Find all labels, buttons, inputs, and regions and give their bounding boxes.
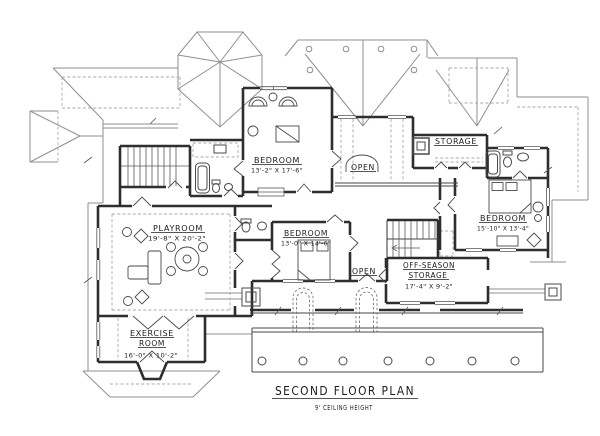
room-label-exercise-line1: EXERCISE	[130, 329, 174, 338]
roof-outlines	[29, 31, 589, 398]
playroom-chairs	[133, 228, 150, 305]
label-open-lower: OPEN	[352, 267, 376, 276]
dresser-right	[496, 235, 519, 247]
bed-right	[488, 179, 532, 214]
toilet-center	[240, 218, 252, 224]
title-block: SECOND FLOOR PLAN 9' CEILING HEIGHT	[272, 384, 418, 412]
room-label-bedroom1: BEDROOM	[254, 156, 300, 165]
chimney-flue	[412, 137, 430, 155]
plan-title: SECOND FLOOR PLAN	[275, 384, 415, 398]
windows	[96, 86, 550, 358]
stairs-center	[391, 221, 436, 257]
section-ticks	[83, 117, 553, 316]
turret-roof	[177, 31, 263, 128]
gable-vent-circles	[305, 45, 418, 74]
sink-right	[517, 152, 529, 162]
room-label-playroom: PLAYROOM	[153, 224, 203, 233]
porch-post-left	[241, 287, 261, 307]
toilet-right	[502, 150, 513, 156]
porch-columns	[257, 356, 520, 366]
room-label-bedroom2: BEDROOM	[284, 229, 328, 238]
room-dims-bedroom2: 13'-0" X 14'-6"	[281, 241, 331, 248]
label-open-upper: OPEN	[351, 163, 375, 172]
room-dims-exercise: 16'-0" X 10'-2"	[124, 353, 178, 360]
closet-bifold-doors	[271, 249, 281, 279]
room-labels: BEDROOM 13'-2" X 17'-6" PLAYROOM 19'-8" …	[124, 137, 529, 360]
bedroom1-chairs	[248, 96, 298, 107]
sink-left	[224, 183, 233, 191]
closet-dashed	[192, 142, 239, 158]
room-label-exercise-line2: ROOM	[139, 339, 165, 348]
bed-center	[297, 239, 331, 281]
room-label-off-season-line1: OFF-SEASON	[403, 261, 455, 270]
room-dims-playroom: 19'-8" X 20'-2"	[148, 236, 206, 243]
room-dims-bedroom1: 13'-2" X 17'-6"	[251, 168, 303, 175]
door-swings	[132, 150, 528, 363]
room-label-off-season-line2: STORAGE	[409, 271, 448, 280]
furniture	[122, 92, 544, 306]
bedroom1-plant	[247, 125, 259, 137]
porch-post-right	[544, 283, 562, 301]
playroom-sofa	[147, 250, 162, 285]
bedroom1-table	[275, 125, 300, 143]
room-label-storage: STORAGE	[435, 137, 477, 146]
room-label-bedroom3: BEDROOM	[480, 214, 526, 223]
stairs-left	[121, 147, 189, 186]
bathtub-right	[485, 150, 501, 178]
sink-center	[257, 221, 267, 231]
open-arch-symbol	[345, 154, 379, 172]
walls	[96, 86, 550, 381]
room-dims-off-season: 17'-4" X 9'-2"	[405, 284, 453, 291]
arched-openings	[292, 287, 378, 332]
bath-fixtures	[192, 137, 562, 307]
plan-subtitle: 9' CEILING HEIGHT	[315, 404, 373, 412]
room-dims-bedroom3: 15'-10" X 13'-4"	[477, 226, 529, 233]
stair-direction-arrow	[391, 244, 420, 252]
bathtub-left	[195, 162, 210, 194]
porch	[251, 327, 544, 373]
playroom-table	[174, 246, 200, 272]
chair-diamond-right	[526, 232, 542, 248]
